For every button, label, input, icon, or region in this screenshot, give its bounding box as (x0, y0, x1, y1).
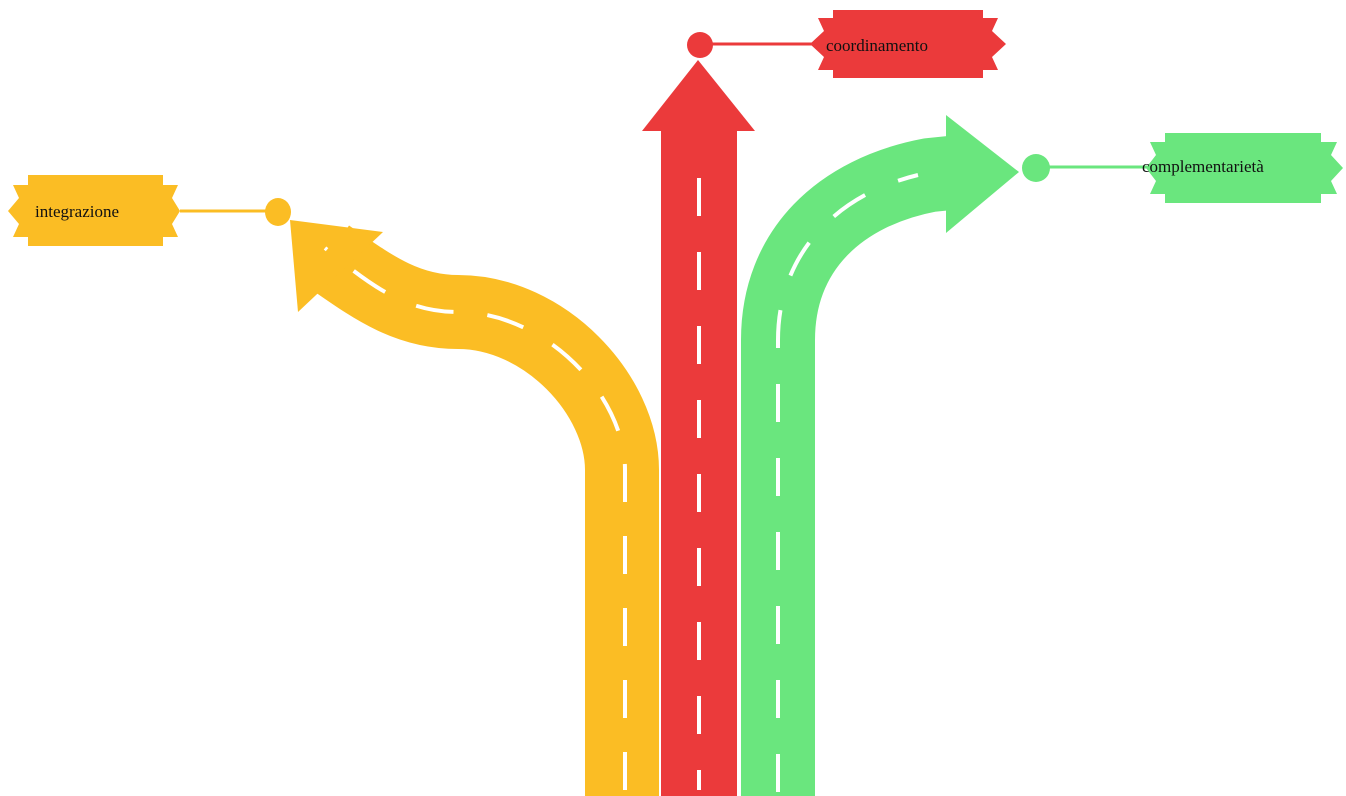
callout-complementarieta-label: complementarietà (1142, 157, 1264, 176)
callout-coordinamento-dot (687, 32, 713, 58)
callout-integrazione-dot (265, 198, 291, 226)
road-complementarieta-arrowhead (946, 115, 1019, 233)
callout-complementarieta: complementarietà (1022, 133, 1343, 203)
road-coordinamento-body (661, 128, 737, 796)
road-integrazione-body (328, 256, 622, 796)
callout-integrazione-label: integrazione (35, 202, 119, 221)
callout-complementarieta-dot (1022, 154, 1050, 182)
road-coordinamento-arrowhead (642, 60, 755, 131)
road-complementarieta-body (778, 172, 960, 796)
road-integrazione (290, 220, 625, 796)
callout-integrazione: integrazione (8, 175, 291, 246)
callout-coordinamento-label: coordinamento (826, 36, 928, 55)
callout-coordinamento: coordinamento (687, 10, 1006, 78)
road-complementarieta (778, 115, 1019, 796)
